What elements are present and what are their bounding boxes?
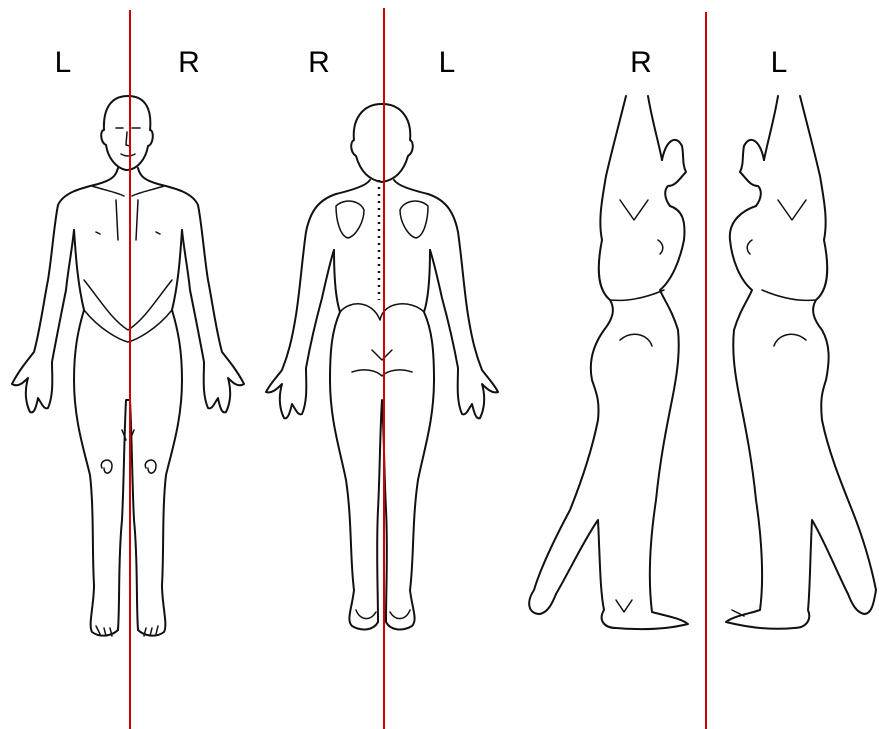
left-side-body <box>726 206 876 629</box>
front-view-figure <box>12 96 244 636</box>
front-torso-left <box>12 168 118 412</box>
left-side-view-figure <box>726 96 876 629</box>
left-side-head <box>740 140 764 206</box>
label-front-right: R <box>178 46 200 79</box>
back-shoulder-blades <box>336 201 428 238</box>
label-front-left: L <box>55 46 72 79</box>
label-side-left: L <box>771 46 788 79</box>
front-chest-details <box>84 186 172 342</box>
front-face <box>116 128 140 156</box>
back-gluteal-lines <box>340 304 424 376</box>
front-knees <box>101 430 156 473</box>
right-side-arms <box>600 96 662 240</box>
right-side-head <box>662 140 686 206</box>
right-side-body <box>529 206 688 629</box>
back-head <box>351 104 413 182</box>
label-side-right: R <box>630 46 652 79</box>
front-legs <box>74 230 182 636</box>
left-side-details <box>732 200 816 616</box>
left-side-arms <box>764 96 826 240</box>
right-side-view-figure <box>529 96 688 629</box>
back-torso-right-side <box>266 180 370 418</box>
label-back-left: L <box>439 46 456 79</box>
right-side-details <box>610 200 664 612</box>
label-back-right: R <box>308 46 330 79</box>
front-torso-right <box>138 168 244 412</box>
back-view-figure <box>266 104 498 629</box>
back-torso-left-side <box>394 180 498 418</box>
